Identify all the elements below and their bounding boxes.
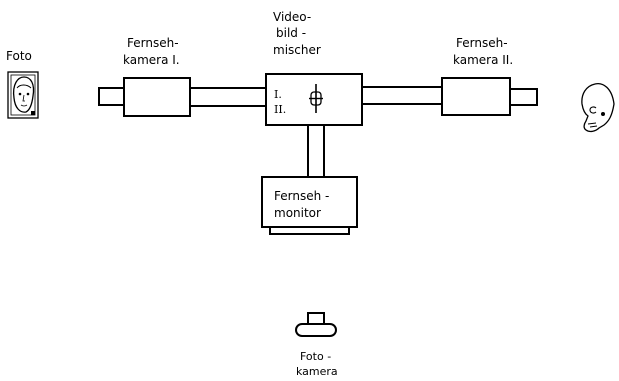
camera-2-label-line1: Fernseh- <box>456 36 508 50</box>
monitor-label-line1: Fernseh - <box>274 189 329 203</box>
video-mixer: I. II. <box>266 74 362 125</box>
photo-camera-icon <box>296 313 336 336</box>
mixer-label-line2: bild - <box>276 26 306 40</box>
camera-1-label-line1: Fernseh- <box>127 36 179 50</box>
tv-monitor: Fernseh - monitor <box>262 177 357 234</box>
connector-camera1-mixer <box>190 88 266 106</box>
mixer-input-2: II. <box>274 103 286 116</box>
tv-camera-2 <box>442 78 537 115</box>
photo-camera-label-line2: kamera <box>296 365 338 378</box>
photo-camera-label-line1: Foto - <box>300 350 331 363</box>
monitor-label-line2: monitor <box>274 206 321 220</box>
foto-label: Foto <box>6 49 32 63</box>
mixer-label-line3: mischer <box>273 43 321 57</box>
tv-camera-1 <box>99 78 190 116</box>
camera-1-label-line2: kamera I. <box>123 53 180 67</box>
connector-mixer-camera2 <box>362 87 442 104</box>
camera-2-label: Fernseh- kamera II. <box>453 36 513 67</box>
connector-mixer-monitor <box>308 125 324 177</box>
camera-1-label: Fernseh- kamera I. <box>123 36 180 67</box>
portrait-photo-icon <box>8 72 38 118</box>
mixer-label: Video- bild - mischer <box>273 10 321 57</box>
photo-camera-label: Foto - kamera <box>296 350 338 378</box>
skull-icon <box>582 84 614 132</box>
mixer-input-1: I. <box>274 88 282 101</box>
camera-2-label-line2: kamera II. <box>453 53 513 67</box>
switch-lever-icon <box>309 84 323 113</box>
mixer-label-line1: Video- <box>273 10 311 24</box>
